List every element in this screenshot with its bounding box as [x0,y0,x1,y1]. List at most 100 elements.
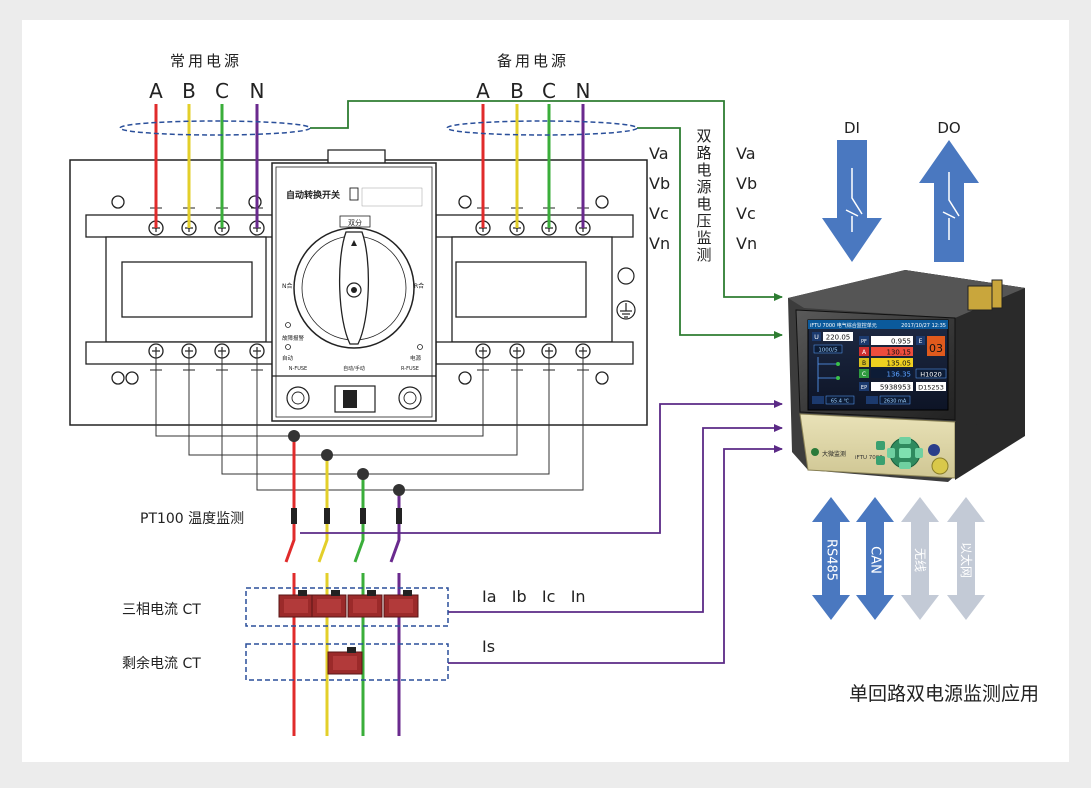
ats-position-label: 双分 [348,218,362,227]
vm-char-3: 源 [696,178,711,196]
b-value: 135.05 [887,360,912,368]
main-voltage-signal [310,100,783,301]
svg-text:B: B [862,360,866,367]
backup-voltage-tap [446,120,638,136]
junction-b [321,449,333,461]
residual-ct-box [245,643,449,681]
vm-char-7: 测 [696,246,711,264]
load-wire-top-a [284,436,296,563]
ats-r-label: R合 [414,282,424,290]
three-phase-ct-box [245,587,449,627]
main-source-title: 常用电源 [170,52,242,70]
ats-title: 自动转换开关 [286,189,340,201]
pt100-sensor-c [360,508,366,524]
backup-output-line-a [294,350,484,437]
pf-value: 0.955 [891,338,911,346]
pt100-label: PT100 温度监测 [140,511,244,527]
device-power-button[interactable] [928,444,940,456]
backup-voltage-signal [637,127,783,339]
backup-output-line-b [327,350,518,456]
svg-text:C: C [862,371,866,378]
ats-controller: 自动转换开关 双分 N合 R合 故障报警 自动 电源 N-FUSE 自动/手动 … [271,149,437,422]
va-right: Va [736,144,756,163]
phase-currents-label: Ia Ib Ic In [482,587,586,606]
pt100-sensor-b [324,508,330,524]
h-value: H1020 [920,371,941,379]
main-output-line-a [155,350,294,437]
vm-char-5: 压 [696,212,711,230]
diagram-caption: 单回路双电源监测应用 [849,683,1039,705]
u-value: 220.05 [826,334,851,342]
load-wire-top-c [353,474,365,563]
vc-left: Vc [649,204,669,223]
di-label: DI [844,119,860,137]
voltage-monitor-label: 双 路 电 源 电 压 监 测 [696,127,711,264]
communication-arrows: RS485 CAN 无线 以太网 [812,497,985,620]
vm-char-6: 监 [696,229,711,247]
pt100-sensor-n [396,508,402,524]
junction-c [357,468,369,480]
do-arrow [919,140,979,262]
wireless-label: 无线 [913,548,927,572]
backup-output-line-n [399,350,584,491]
a-value: 130.15 [887,349,912,357]
main-output-line-b [188,350,327,456]
di-arrow [822,140,882,262]
device-brand: 大微监测 [822,450,846,458]
vn-left: Vn [649,234,670,253]
device-model: iFTU 7000 电气综合监控单元 [810,322,877,329]
device-keypad[interactable] [876,437,923,469]
ats-power-label: 电源 [410,354,422,362]
ats-auto-label: 自动 [282,354,294,362]
backup-source-title: 备用电源 [497,52,569,70]
main-voltage-tap [119,120,311,136]
ats-fault-label: 故障报警 [282,334,305,342]
junction-n [393,484,405,496]
ct-ratio: 1000/5 [818,348,838,354]
ct-blocks [278,590,419,675]
backup-phase-a: A [476,79,490,103]
d-value: D15253 [918,384,944,392]
ethernet-arrow: 以太网 [947,497,985,620]
svg-text:PF: PF [861,339,867,345]
ep-value: 5938953 [880,384,911,392]
svg-text:EP: EP [861,385,867,391]
can-label: CAN [868,546,883,574]
ethernet-label: 以太网 [959,542,974,578]
device-product: iFTU 7000 [855,455,883,461]
three-phase-ct-label: 三相电流 CT [122,602,201,618]
load-wire-top-n [389,490,401,563]
pt100-signal [300,400,783,534]
main-phase-n: N [250,79,265,103]
vm-char-2: 电 [696,161,711,179]
main-phase-b: B [182,79,196,103]
vb-right: Vb [736,174,757,193]
vb-left: Vb [649,174,670,193]
vm-char-0: 双 [696,127,711,145]
svg-text:A: A [862,349,867,356]
ats-r-fuse: R-FUSE [401,366,419,372]
load-wire-top-b [317,455,329,563]
temp-value: 65.4 ℃ [831,399,850,405]
backup-phase-n: N [576,79,591,103]
main-phase-a: A [149,79,163,103]
device-datetime: 2017/10/27 12:35 [901,323,946,329]
va-left: Va [649,144,669,163]
vm-char-4: 电 [696,195,711,213]
right-voltage-labels: Va Vb Vc Vn [736,144,757,253]
device-reset-button[interactable] [931,457,949,475]
left-voltage-labels: Va Vb Vc Vn [649,144,670,253]
residual-current-label: Is [482,637,495,656]
can-arrow: CAN [856,497,894,620]
ats-n-label: N合 [282,282,293,290]
three-phase-ct-signal [448,424,783,613]
backup-breaker [435,214,634,365]
main-phase-c: C [215,79,229,103]
e-value: 03 [929,342,943,355]
rs485-label: RS485 [824,539,839,581]
main-output-line-n [256,350,399,491]
residual-ct-label: 剩余电流 CT [122,655,201,672]
